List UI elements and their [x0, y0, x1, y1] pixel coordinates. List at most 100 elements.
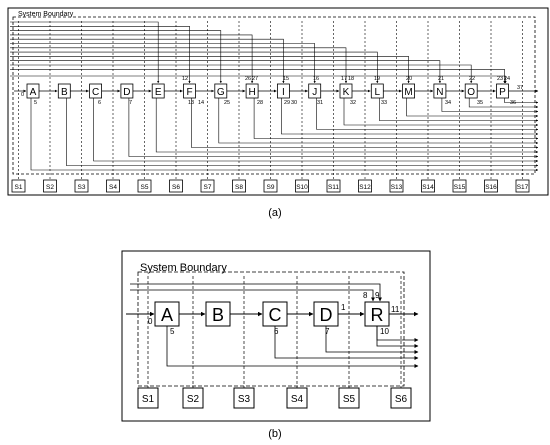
stream-number-a-7: 25	[224, 100, 230, 106]
product-stream-l	[378, 98, 539, 122]
product-stream-c	[274, 326, 419, 360]
stream-number-a-11: 29	[284, 100, 290, 106]
station-s3	[74, 179, 89, 193]
block-label-k: K	[343, 87, 350, 98]
station-s3	[233, 387, 255, 409]
station-label-s14: S14	[422, 184, 434, 191]
stream-number-a-29: 37	[517, 85, 523, 91]
station-s7	[200, 179, 215, 193]
stream-number-b-3: 7	[325, 327, 330, 336]
block-n	[433, 83, 447, 99]
diagram-b-frame	[121, 250, 431, 422]
station-label-s17: S17	[517, 184, 529, 191]
feed-stream-h	[10, 34, 254, 84]
product-stream-k	[343, 98, 539, 127]
block-label-a: A	[30, 87, 37, 98]
station-label-s5: S5	[343, 394, 356, 405]
feed-stream-8	[130, 289, 375, 302]
block-f	[183, 83, 196, 99]
block-k	[339, 83, 353, 99]
station-label-s3: S3	[238, 394, 251, 405]
feed-stream-o	[10, 64, 473, 84]
stream-number-a-22: 21	[438, 76, 444, 82]
block-label-a: A	[161, 305, 173, 325]
block-label-o: O	[467, 87, 475, 98]
station-s8	[232, 179, 246, 193]
feed-stream-j	[10, 43, 316, 84]
station-s6	[169, 179, 183, 193]
product-stream-b	[66, 98, 539, 167]
product-stream-g	[218, 98, 539, 145]
feed-stream-f	[10, 25, 191, 84]
station-label-s9: S9	[267, 184, 275, 191]
station-label-s5: S5	[141, 184, 149, 191]
station-s2	[43, 179, 57, 193]
block-r	[364, 301, 390, 327]
product-stream-e	[155, 98, 539, 154]
block-label-c: C	[269, 305, 282, 325]
station-s11	[326, 179, 341, 193]
block-label-p: P	[499, 87, 506, 98]
station-label-s2: S2	[46, 184, 54, 191]
stream-number-a-27: 24	[504, 76, 510, 82]
station-label-s1: S1	[142, 394, 155, 405]
stream-number-a-18: 32	[350, 100, 356, 106]
stream-number-a-8: 26	[245, 76, 251, 82]
product-stream-d	[325, 326, 419, 354]
stream-number-b-7: 10	[380, 327, 389, 336]
caption-b: (b)	[268, 428, 281, 440]
block-a	[154, 301, 180, 327]
product-stream-r	[376, 326, 419, 342]
stream-number-a-24: 22	[469, 76, 475, 82]
feed-stream-k	[10, 47, 348, 84]
station-label-s7: S7	[204, 184, 212, 191]
station-s15	[452, 179, 467, 193]
station-label-s4: S4	[109, 184, 117, 191]
stream-number-a-26: 23	[497, 76, 503, 82]
station-s1	[137, 387, 159, 409]
stream-number-a-28: 36	[510, 100, 516, 106]
station-label-s1: S1	[15, 184, 23, 191]
feed-stream-e	[10, 21, 160, 84]
caption-a: (a)	[268, 207, 281, 219]
product-stream-c	[93, 98, 539, 163]
station-label-s8: S8	[235, 184, 243, 191]
feed-stream-9	[130, 283, 382, 302]
block-label-e: E	[155, 87, 162, 98]
block-label-d: D	[123, 87, 130, 98]
stream-number-a-20: 33	[381, 100, 387, 106]
stream-number-a-4: 12	[182, 76, 188, 82]
stream-number-a-12: 30	[291, 100, 297, 106]
stream-number-b-4: 1	[341, 303, 346, 312]
block-c	[89, 83, 102, 99]
station-s5	[338, 387, 360, 409]
block-b	[205, 301, 231, 327]
stream-number-b-2: 6	[274, 327, 279, 336]
station-label-s11: S11	[328, 184, 339, 191]
stream-number-a-10: 28	[257, 100, 263, 106]
feed-stream-i	[10, 38, 285, 84]
stream-number-a-17: 18	[348, 76, 354, 82]
station-s10	[295, 179, 309, 193]
product-stream-d	[128, 98, 539, 158]
stream-number-a-25: 35	[477, 100, 483, 106]
block-label-r: R	[371, 305, 384, 325]
stream-number-a-3: 7	[129, 100, 132, 106]
stream-number-a-2: 6	[98, 100, 101, 106]
station-s4	[286, 387, 308, 409]
block-o	[464, 83, 478, 99]
product-stream-n	[441, 98, 539, 113]
product-stream-j	[316, 98, 539, 131]
block-d	[120, 83, 134, 99]
stream-number-b-0: 0	[148, 317, 153, 326]
stream-number-a-16: 17	[341, 76, 347, 82]
product-stream-i	[281, 98, 539, 136]
stream-number-a-15: 31	[317, 100, 323, 106]
stream-number-a-19: 19	[374, 76, 380, 82]
product-stream-m	[406, 98, 539, 118]
feed-stream-p2	[10, 75, 507, 84]
